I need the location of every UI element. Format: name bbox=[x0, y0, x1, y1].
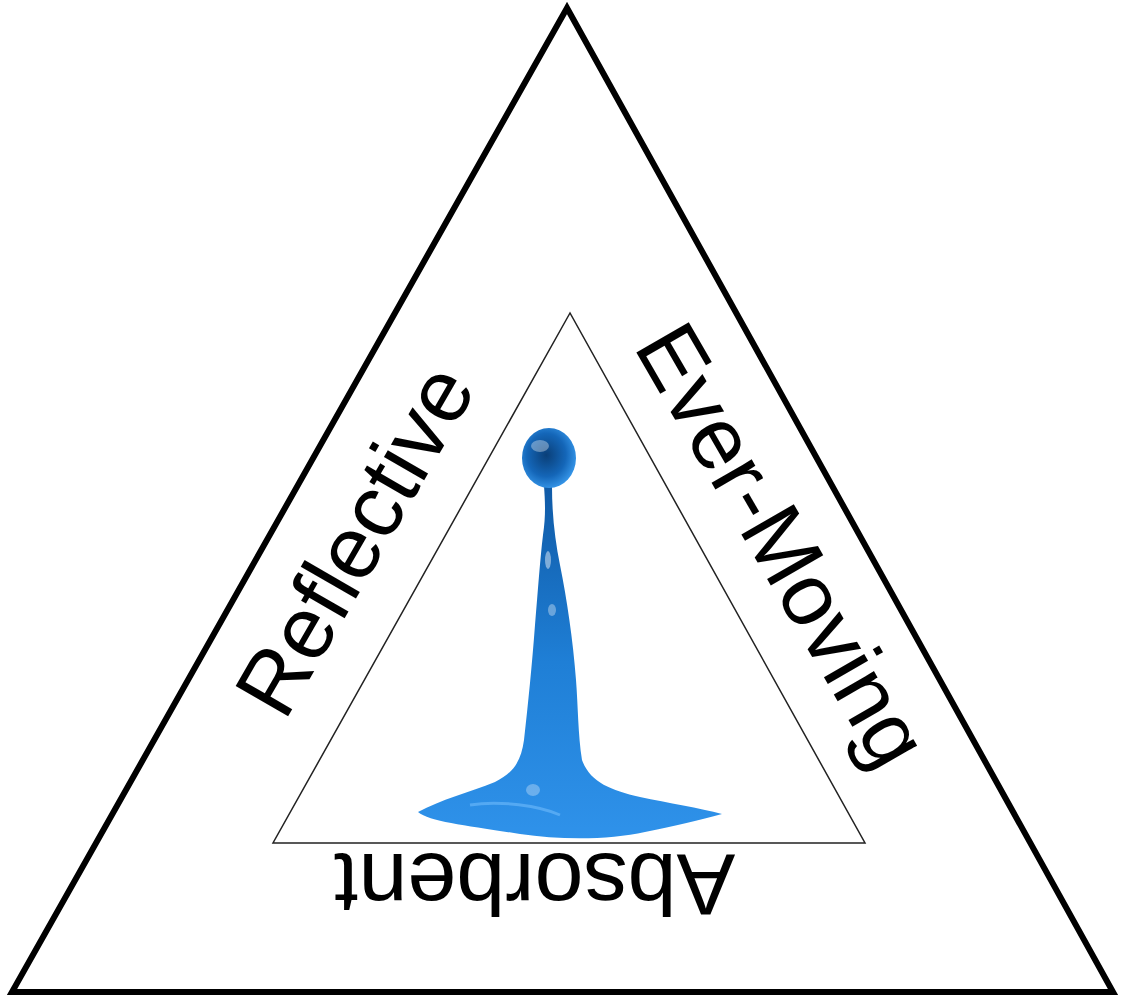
outer-triangle bbox=[12, 8, 1113, 992]
splash-ripple bbox=[470, 803, 560, 815]
splash-highlight bbox=[548, 604, 556, 616]
property-label: Absorbent bbox=[334, 838, 735, 930]
water-drop bbox=[522, 428, 576, 488]
property-label: Reflective bbox=[218, 350, 491, 731]
property-label: Ever-Moving bbox=[619, 308, 946, 782]
text-holder: Reflective bbox=[218, 350, 491, 731]
splash-bubble bbox=[526, 784, 540, 796]
water-splash bbox=[418, 486, 722, 838]
text-holder: Absorbent bbox=[334, 838, 735, 930]
splash-highlight bbox=[545, 551, 551, 569]
text-holder: Ever-Moving bbox=[619, 308, 946, 782]
drop-highlight bbox=[531, 440, 549, 452]
